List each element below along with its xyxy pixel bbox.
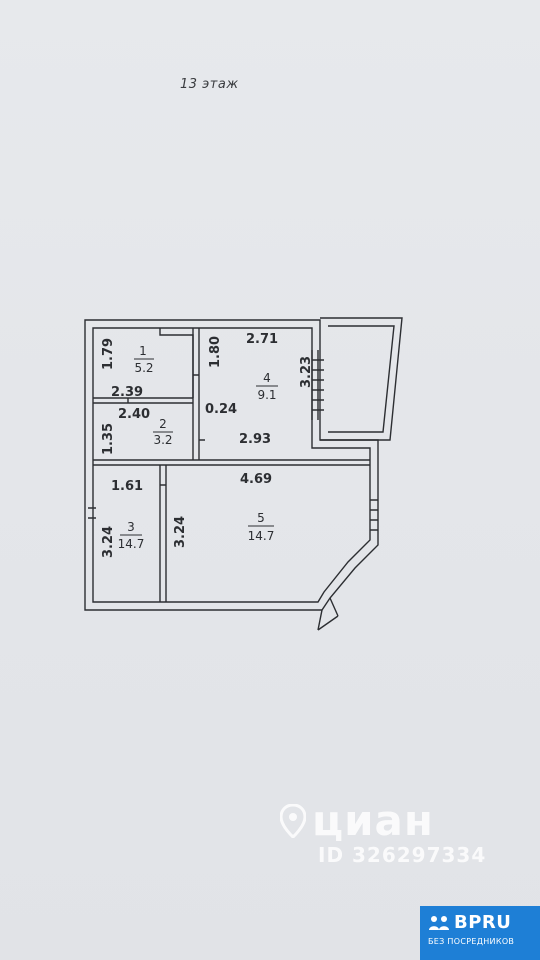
- room-labels: 1 5.2 2 3.2 4 9.1 3 14.7 5 14.7: [118, 344, 278, 551]
- cian-logo: циан: [280, 796, 486, 845]
- dim-1-61: 1.61: [111, 479, 143, 494]
- room-1-area: 14.7: [118, 537, 145, 551]
- room-3-number: 1: [139, 344, 147, 358]
- dim-1-80: 1.80: [208, 336, 223, 368]
- dim-3-24-mid: 3.24: [173, 516, 188, 548]
- dim-0-24: 0.24: [205, 402, 237, 417]
- dimension-labels: 1.79 2.39 2.40 1.35 1.80 2.71 3.23 0.24 …: [101, 332, 314, 558]
- badge-title: BPRU: [454, 912, 512, 933]
- room-2-area: 3.2: [153, 433, 172, 447]
- dim-1-79: 1.79: [101, 338, 116, 370]
- cian-logo-text: циан: [312, 796, 434, 845]
- room-1-number: 3: [127, 520, 135, 534]
- dim-4-69: 4.69: [240, 472, 272, 487]
- people-icon: [429, 915, 449, 930]
- room-4-number: 4: [263, 371, 271, 385]
- dim-1-35: 1.35: [101, 423, 116, 455]
- floor-label: 13 этаж: [180, 77, 239, 92]
- cian-watermark: циан ID 326297334: [280, 796, 486, 867]
- room-2-number: 2: [159, 417, 167, 431]
- plan-walls: [84, 317, 403, 631]
- location-pin-icon: [280, 803, 306, 838]
- badge-subtitle: БЕЗ ПОСРЕДНИКОВ: [428, 937, 515, 946]
- room-3-area: 5.2: [134, 361, 153, 375]
- dim-2-40: 2.40: [118, 407, 150, 422]
- room-4-area: 9.1: [257, 388, 276, 402]
- dim-2-93: 2.93: [239, 432, 271, 447]
- room-5-area: 14.7: [248, 529, 275, 543]
- dim-2-39: 2.39: [111, 385, 143, 400]
- bpru-badge[interactable]: BPRU БЕЗ ПОСРЕДНИКОВ: [420, 906, 540, 960]
- dim-3-23: 3.23: [299, 356, 314, 388]
- room-5-number: 5: [257, 511, 265, 525]
- dim-3-24-left: 3.24: [101, 526, 116, 558]
- listing-id: ID 326297334: [318, 843, 487, 867]
- dim-2-71: 2.71: [246, 332, 278, 347]
